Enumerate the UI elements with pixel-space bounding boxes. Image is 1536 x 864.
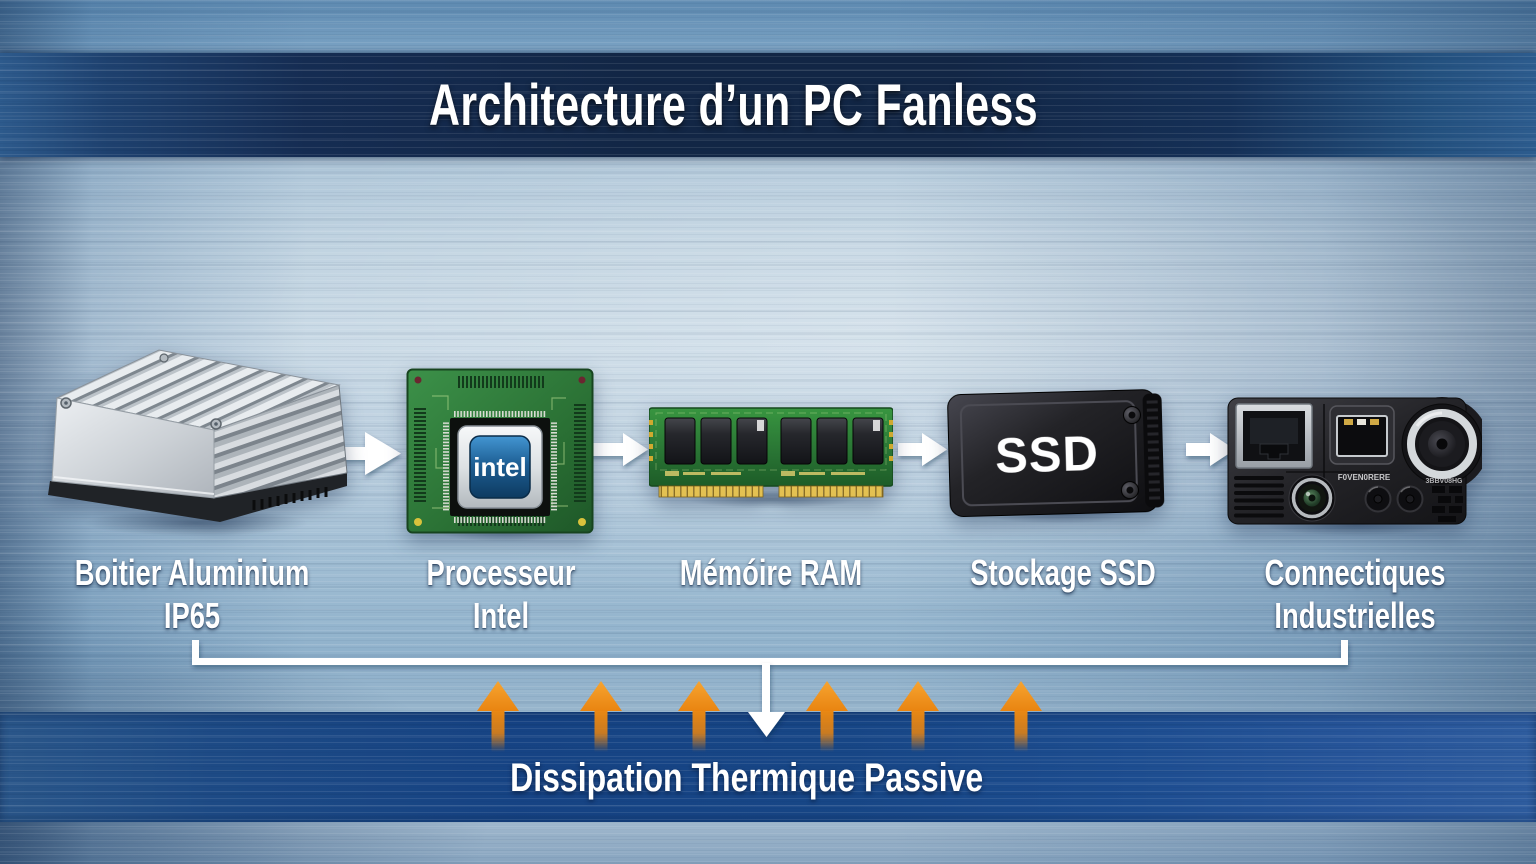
label-case: Boitier Aluminium IP65 [25, 551, 359, 637]
page-title: Architecture d’un PC Fanless [428, 72, 1038, 138]
footer-label-row: Dissipation Thermique Passive [0, 756, 1494, 800]
ssd-label-text: SSD [994, 427, 1099, 484]
vent-slots [1234, 476, 1284, 518]
label-cpu-line1: Processeur [426, 552, 576, 593]
case-base [48, 473, 347, 522]
bracket-bar [192, 658, 1348, 665]
ram-chips [664, 417, 884, 465]
case-screws [60, 353, 222, 430]
label-ram: Mémóire RAM [604, 551, 938, 594]
title-row: Architecture d’un PC Fanless [0, 53, 1536, 157]
dissipation-label: Dissipation Thermique Passive [510, 756, 984, 800]
label-ssd: Stockage SSD [896, 551, 1230, 594]
bracket-right-tick [1341, 640, 1348, 665]
lens-connector [1288, 474, 1336, 522]
heat-bracket [192, 640, 1348, 665]
ram-silkscreen [665, 471, 865, 476]
title-banner [0, 53, 1536, 157]
io-grille [1432, 486, 1463, 522]
label-cpu-line2: Intel [472, 595, 530, 636]
bracket-left-tick [192, 640, 199, 665]
ram-side-pads [649, 420, 893, 461]
label-ram-line1: Mémóire RAM [679, 552, 863, 593]
ram-gold-edge-left [658, 485, 764, 498]
ethernet-port [1235, 403, 1313, 469]
usb-port [1329, 405, 1395, 465]
intel-cpu-image: intel [406, 368, 594, 534]
flow-arrow-3 [898, 433, 947, 466]
io-panel-image: F0VEN0RERE 3BBV08HG [1227, 397, 1482, 525]
ssd-image: SSD [947, 389, 1165, 517]
io-marking-right: 3BBV08HG [1426, 478, 1464, 485]
label-io-line2: Industrielles [1274, 595, 1436, 636]
audio-jacks [1364, 485, 1424, 513]
label-case-line2: IP65 [163, 595, 221, 636]
ssd-edge-pins [1146, 400, 1161, 500]
intel-logo-text: intel [473, 452, 526, 482]
case-front-face [51, 397, 215, 499]
label-case-line1: Boitier Aluminium [74, 552, 310, 593]
ssd-screws [1120, 406, 1141, 500]
flow-arrow-2 [590, 433, 648, 466]
m12-connector [1401, 403, 1482, 485]
label-ssd-line1: Stockage SSD [970, 552, 1156, 593]
cpu-die [469, 435, 531, 499]
label-io: Connectiques Industrielles [1188, 551, 1522, 637]
label-cpu: Processeur Intel [334, 551, 668, 637]
label-io-line1: Connectiques [1264, 552, 1446, 593]
ram-module-image [649, 407, 893, 498]
case-base-grille [252, 487, 328, 510]
ssd-inner-outline [959, 400, 1138, 507]
aluminum-case-image [48, 349, 348, 522]
io-marking-left: F0VEN0RERE [1338, 473, 1391, 482]
ram-gold-edge-right [778, 485, 884, 498]
